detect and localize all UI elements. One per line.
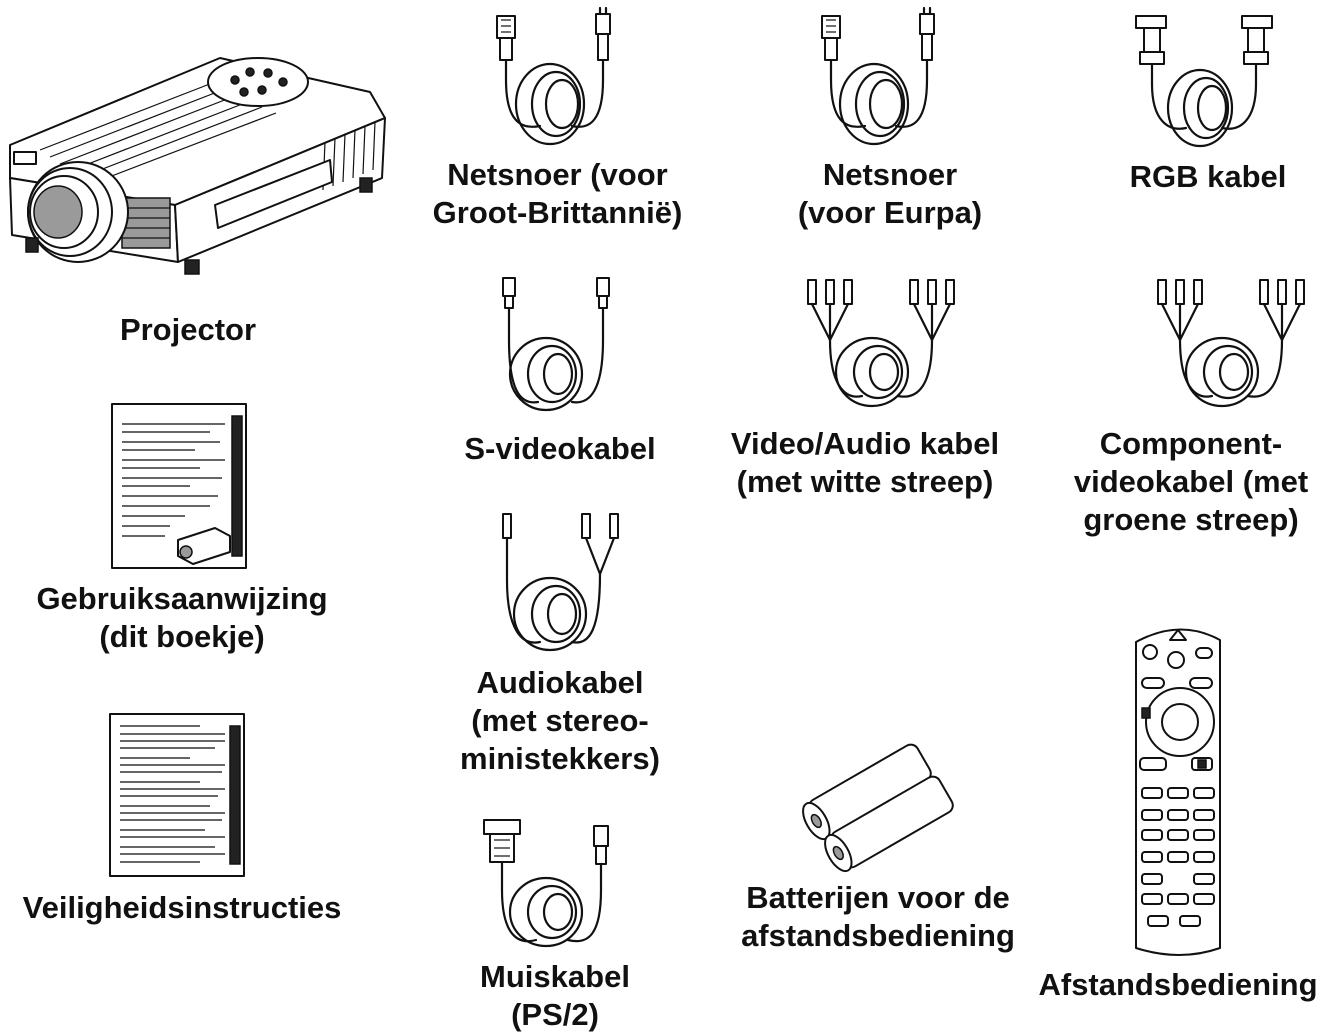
remote-control-label: Afstandsbediening [1038,967,1318,1002]
svideo-cable-label: S-videokabel [464,431,656,466]
component-cable-illustration [1157,279,1305,408]
audio-cable-illustration [502,513,619,652]
component-cable-label: Component- videokabel (met groene streep… [1073,426,1309,537]
power-cord-eu-label: Netsnoer (voor Eurpa) [797,157,983,230]
batteries-label: Batterijen voor de afstandsbediening [741,880,1015,953]
remote-control-illustration [1135,628,1221,956]
power-cord-eu-illustration [821,6,935,146]
audio-cable-label: Audiokabel (met stereo- ministekkers) [460,665,660,776]
safety-instructions-illustration [109,713,245,877]
mouse-cable-illustration [483,819,609,948]
rgb-cable-label: RGB kabel [1129,159,1287,194]
rgb-cable-illustration [1135,15,1273,148]
svideo-cable-illustration [502,277,610,412]
safety-instructions-label: Veiligheidsinstructies [22,890,342,925]
manual-illustration [111,403,247,569]
manual-label: Gebruiksaanwijzing (dit boekje) [36,581,328,654]
power-cord-uk-label: Netsnoer (voor Groot-Brittannië) [432,157,683,230]
batteries-illustration [802,743,954,873]
projector-label: Projector [119,312,257,347]
video-audio-cable-illustration [807,279,955,408]
projector-illustration [9,57,386,275]
mouse-cable-label: Muiskabel (PS/2) [480,959,630,1032]
power-cord-uk-illustration [496,6,611,146]
video-audio-cable-label: Video/Audio kabel (met witte streep) [730,426,1000,499]
